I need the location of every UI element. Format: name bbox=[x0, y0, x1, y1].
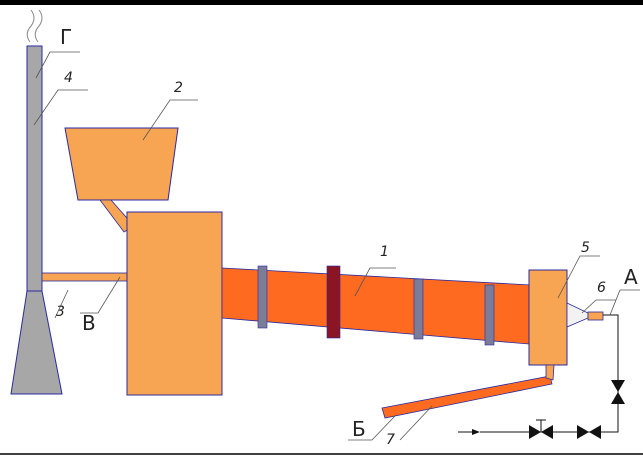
label-kiln: 1 bbox=[380, 244, 389, 260]
hopper bbox=[64, 127, 179, 201]
valve-icon bbox=[577, 425, 601, 439]
point-g: Г bbox=[60, 25, 72, 49]
leader-lines bbox=[33, 51, 640, 441]
discharge-neck bbox=[545, 364, 555, 381]
rotary-kiln bbox=[221, 267, 532, 345]
smoke-icon bbox=[26, 9, 43, 43]
kiln-band bbox=[413, 278, 424, 340]
kiln-band bbox=[484, 284, 495, 346]
burner-pipe bbox=[587, 311, 604, 321]
top-border bbox=[0, 0, 643, 5]
label-pipe: 3 bbox=[56, 304, 65, 320]
feed-chamber bbox=[126, 211, 223, 396]
kiln-ring bbox=[326, 265, 341, 339]
kiln-hood bbox=[528, 269, 568, 366]
chimney bbox=[26, 45, 43, 292]
flow-arrow-icon bbox=[458, 429, 480, 435]
point-a: A bbox=[624, 265, 638, 289]
kiln-band bbox=[257, 265, 268, 329]
point-v: В bbox=[82, 311, 96, 335]
valve-icon bbox=[611, 380, 625, 404]
label-chute: 7 bbox=[386, 432, 395, 448]
valve-icon bbox=[529, 419, 553, 439]
discharge-chute bbox=[381, 375, 553, 419]
label-hood: 5 bbox=[581, 240, 590, 256]
burner-nozzle bbox=[566, 302, 589, 328]
label-chimney: 4 bbox=[64, 70, 73, 86]
chimney-base bbox=[10, 290, 63, 395]
label-burner: 6 bbox=[597, 280, 606, 296]
label-hopper: 2 bbox=[174, 80, 183, 96]
point-b: Б bbox=[352, 417, 366, 441]
